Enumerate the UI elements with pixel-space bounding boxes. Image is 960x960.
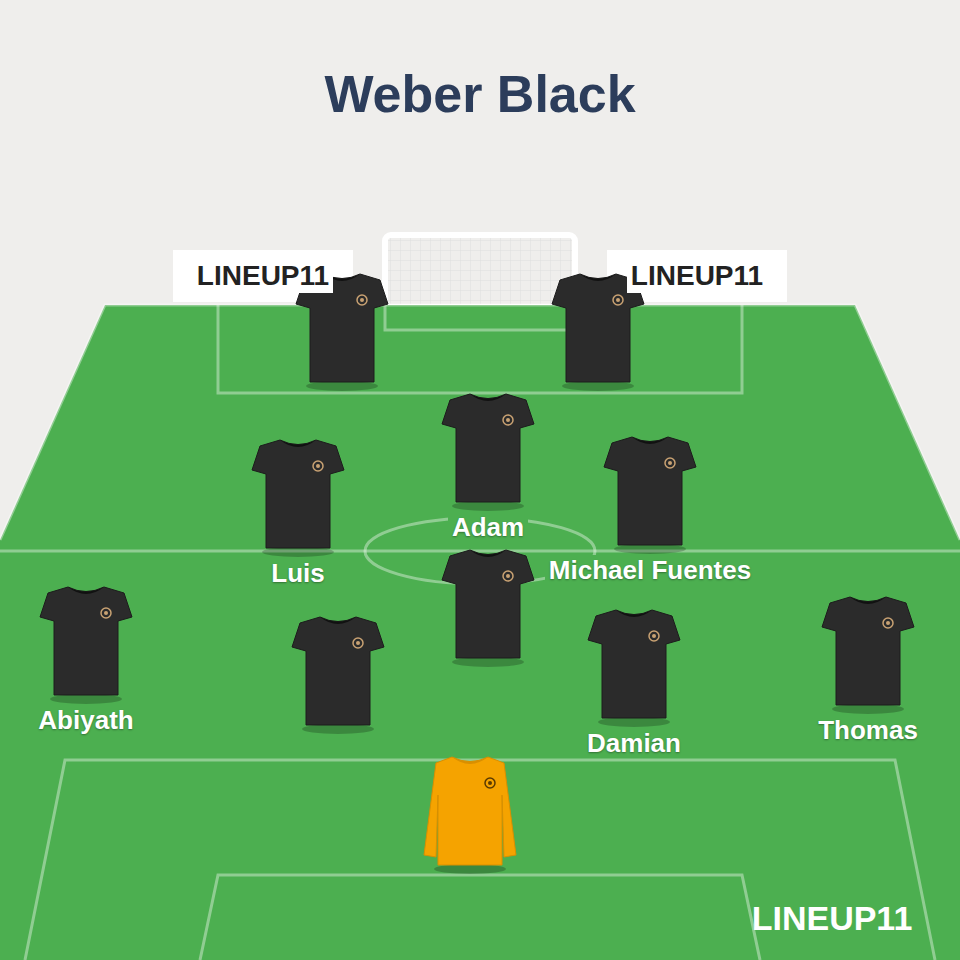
jersey-group (252, 440, 344, 557)
jersey-body (822, 597, 914, 705)
team-title: Weber Black (0, 62, 960, 126)
player-node: Adam (442, 392, 534, 542)
player-node: Abiyath (30, 585, 141, 735)
goal-frame (385, 235, 575, 307)
jersey-badge (357, 295, 367, 305)
player-name: Luis (267, 558, 328, 588)
player-jersey (588, 608, 680, 720)
jersey-body (252, 440, 344, 548)
jersey-badge (316, 464, 320, 468)
jersey-badge (883, 618, 893, 628)
player-name: Adam (448, 512, 528, 542)
jersey-body (424, 757, 516, 865)
jersey-badge (488, 781, 492, 785)
jersey-collar (850, 597, 886, 604)
jersey-badge (104, 611, 108, 615)
jersey-group (588, 610, 680, 727)
player-jersey (292, 617, 384, 734)
goalkeeper-jersey (424, 757, 516, 874)
penalty-box (218, 305, 742, 393)
jersey-badge (313, 461, 323, 471)
jersey-badge (503, 571, 513, 581)
player-node: Michael Fuentes (541, 435, 759, 585)
jersey-group (442, 394, 534, 511)
player-jersey (442, 550, 534, 667)
jersey-badge (360, 298, 364, 302)
player-jersey (442, 392, 534, 504)
watermark: LINEUP11 (627, 259, 767, 293)
jersey-group (604, 437, 696, 554)
goal-area (200, 875, 760, 960)
pitch-markings (0, 305, 960, 960)
pitch-grass (0, 305, 960, 960)
jersey-badge (652, 634, 656, 638)
halfway-line (0, 550, 960, 553)
jersey-collar (580, 274, 616, 281)
jersey-collar (632, 437, 668, 444)
touch-line (0, 305, 960, 540)
jersey-badge (353, 638, 363, 648)
jersey-collar (320, 617, 356, 624)
player-jersey (604, 435, 696, 547)
jersey-badge (886, 621, 890, 625)
jersey-body (588, 610, 680, 718)
player-jersey (252, 438, 344, 550)
jersey-collar (470, 550, 506, 557)
player-node: Thomas (810, 595, 926, 745)
jersey-badge (485, 778, 495, 788)
jersey-body (292, 617, 384, 725)
jersey-body (442, 394, 534, 502)
player-node: Damian (579, 608, 689, 758)
jersey-badge (356, 641, 360, 645)
watermark: LINEUP11 (193, 259, 333, 293)
jersey-badge (613, 295, 623, 305)
jersey-body (442, 550, 534, 658)
jersey-badge (101, 608, 111, 618)
player-name: Michael Fuentes (545, 555, 755, 585)
jersey-body (604, 437, 696, 545)
jersey-badge (668, 461, 672, 465)
jersey-collar (280, 440, 316, 447)
jersey-body (40, 587, 132, 695)
jersey-badge (665, 458, 675, 468)
jersey-group (40, 587, 132, 704)
jersey-badge (506, 574, 510, 578)
watermark: LINEUP11 (748, 898, 917, 939)
jersey-collar (452, 757, 488, 764)
jersey-collar (616, 610, 652, 617)
player-jersey (40, 585, 132, 697)
player-name: Abiyath (34, 705, 137, 735)
goal-area (385, 305, 575, 330)
jersey-badge (616, 298, 620, 302)
jersey-group (822, 597, 914, 714)
jersey-collar (68, 587, 104, 594)
jersey-badge (649, 631, 659, 641)
player-jersey (822, 595, 914, 707)
jersey-collar (470, 394, 506, 401)
jersey-badge (506, 418, 510, 422)
player-name: Damian (583, 728, 685, 758)
player-name: Thomas (814, 715, 922, 745)
jersey-badge (503, 415, 513, 425)
player-node: Luis (252, 438, 344, 588)
